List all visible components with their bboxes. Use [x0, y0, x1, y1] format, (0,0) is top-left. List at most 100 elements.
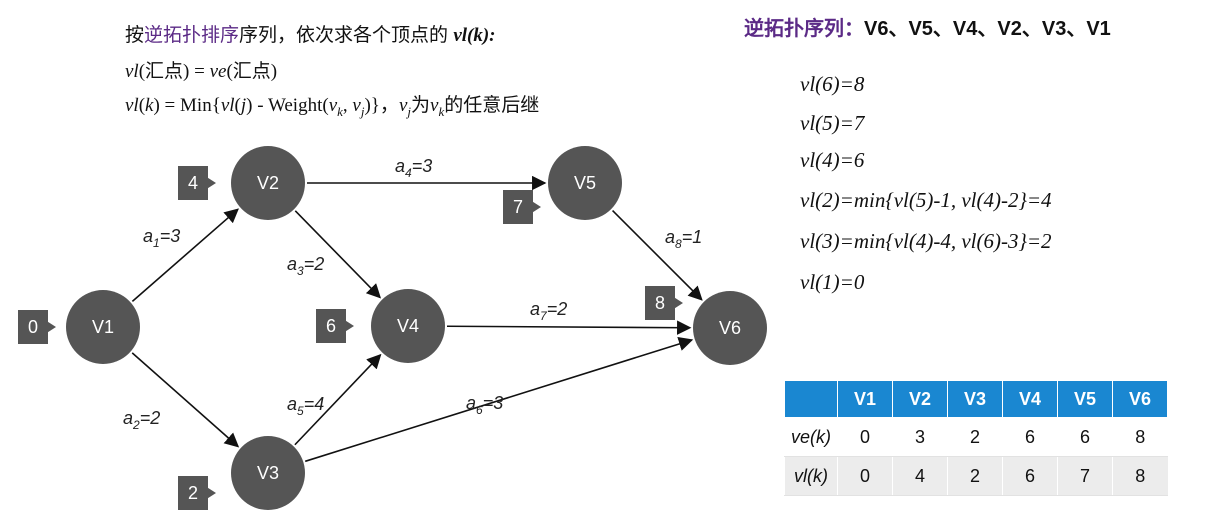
node-v6: V6 8	[645, 286, 767, 365]
edge-label-a8: a8=1	[665, 227, 702, 251]
table-cell: 8	[1112, 417, 1168, 457]
node-label: V5	[574, 173, 596, 193]
table-cell: 6	[1002, 456, 1058, 496]
fg-g: 为	[411, 95, 431, 116]
fg-vl2: vl	[220, 95, 235, 116]
fg-a: (	[138, 95, 146, 116]
node-tag-v4: 6	[316, 309, 354, 343]
edge-label-a6: a6=3	[466, 393, 503, 417]
calc-line-4: vl(2)=min{vl(5)-1, vl(4)-2}=4	[800, 188, 1052, 212]
calc-line-1: vl(6)=8	[800, 72, 865, 96]
fg-k2: k	[337, 103, 343, 119]
fg-vl: vl	[125, 95, 139, 116]
table-cell: 2	[947, 417, 1003, 457]
reverse-topo-order: 逆拓扑序列：V6、V5、V4、V2、V3、V1	[744, 12, 1111, 41]
fg-k: k	[145, 95, 154, 116]
node-label: V6	[719, 318, 741, 338]
edges-layer: a1=3 a2=2 a3=2 a4=3 a5=4 a6=3 a7=2 a8=1	[123, 156, 703, 463]
reverse-topo-sequence: V6、V5、V4、V2、V3、V1	[864, 18, 1111, 40]
tag-box	[178, 166, 216, 200]
formula-sink: vl(汇点) = ve(汇点)	[125, 56, 277, 83]
edge-v1-v2	[131, 208, 239, 302]
table-header-cell: V3	[947, 380, 1003, 418]
fg-j2: j	[360, 103, 365, 119]
reverse-topo-label: 逆拓扑序列：	[744, 18, 864, 40]
table-cell: 3	[892, 417, 948, 457]
heading-highlight: 逆拓扑排序	[144, 25, 240, 46]
table-row-ve: ve(k) 0 3 2 6 6 8	[784, 417, 1168, 457]
heading-suffix: 序列，依次求各个顶点的	[239, 25, 454, 46]
tag-box	[645, 286, 683, 320]
node-circle	[548, 146, 622, 220]
node-label: V1	[92, 317, 114, 337]
table-header-cell: V4	[1002, 380, 1058, 418]
table-corner	[784, 380, 838, 418]
node-v2: V2 4	[178, 146, 305, 220]
calc-line-5: vl(3)=min{vl(4)-4, vl(6)-3}=2	[800, 229, 1052, 253]
tag-box	[316, 309, 354, 343]
edge-label-a3: a3=2	[287, 254, 324, 278]
node-circle	[371, 289, 445, 363]
edge-v2-v4	[294, 210, 382, 299]
node-v3: V3 2	[178, 436, 305, 510]
edge-v4-v6	[446, 320, 692, 335]
fg-e: ,	[342, 95, 353, 116]
fg-j3: j	[407, 103, 411, 119]
tag-value: 0	[28, 317, 38, 337]
table-cell: 0	[837, 417, 893, 457]
tag-box	[178, 476, 216, 510]
table-row-label: ve(k)	[784, 417, 838, 457]
heading-instruction: 按逆拓扑排序序列，依次求各个顶点的 vl(k):	[125, 20, 496, 47]
nodes-layer: V1 0 V2 4V3 2 V4 6 V5 7V6 8	[18, 146, 767, 510]
fg-k3: k	[438, 103, 445, 119]
calc-line-6: vl(1)=0	[800, 270, 865, 294]
table-cell: 2	[947, 456, 1003, 496]
table-cell: 6	[1002, 417, 1058, 457]
formula-general: vl(k) = Min{vl(j) - Weight(vk, vj)}，vj为v…	[125, 90, 539, 120]
edge-label-a1: a1=3	[143, 226, 180, 250]
tag-box	[503, 190, 541, 224]
node-circle	[231, 436, 305, 510]
edge-label-a4: a4=3	[395, 156, 432, 180]
edge-label-a5: a5=4	[287, 394, 324, 418]
node-v1: V1 0	[18, 290, 140, 364]
tag-value: 8	[655, 293, 665, 313]
table-cell: 0	[837, 456, 893, 496]
tag-value: 6	[326, 316, 336, 336]
formula-sink-vl: vl	[125, 61, 139, 82]
tag-value: 7	[513, 197, 523, 217]
tag-value: 4	[188, 173, 198, 193]
table-header-row: V1 V2 V3 V4 V5 V6	[784, 380, 1168, 418]
node-label: V2	[257, 173, 279, 193]
edge-v3-v4	[294, 353, 382, 446]
edge-label-a2: a2=2	[123, 408, 160, 432]
table-header-cell: V2	[892, 380, 948, 418]
formula-sink-a: (汇点) =	[138, 61, 210, 82]
tag-box	[18, 310, 56, 344]
fg-b: ) = Min{	[153, 95, 221, 116]
table-cell: 4	[892, 456, 948, 496]
fg-v2: v	[352, 95, 361, 116]
node-label: V3	[257, 463, 279, 483]
fg-v3: v	[398, 95, 408, 116]
fg-h: 的任意后继	[444, 95, 540, 116]
heading-vlk: vl(k):	[453, 25, 496, 46]
formula-sink-ve: ve	[209, 61, 227, 82]
table-cell: 6	[1057, 417, 1113, 457]
node-tag-v5: 7	[503, 190, 541, 224]
fg-d: ) - Weight(	[246, 95, 329, 116]
table-header-cell: V6	[1112, 380, 1168, 418]
node-label: V4	[397, 316, 419, 336]
edge-label-a7: a7=2	[530, 299, 567, 323]
table-header-cell: V5	[1057, 380, 1113, 418]
node-tag-v3: 2	[178, 476, 216, 510]
table-cell: 7	[1057, 456, 1113, 496]
edge-v5-v6	[612, 210, 703, 301]
heading-prefix: 按	[125, 25, 145, 46]
table-row-label: vl(k)	[784, 456, 838, 496]
fg-v1: v	[328, 95, 338, 116]
node-tag-v6: 8	[645, 286, 683, 320]
node-circle	[693, 291, 767, 365]
edge-v3-v6	[304, 336, 694, 463]
